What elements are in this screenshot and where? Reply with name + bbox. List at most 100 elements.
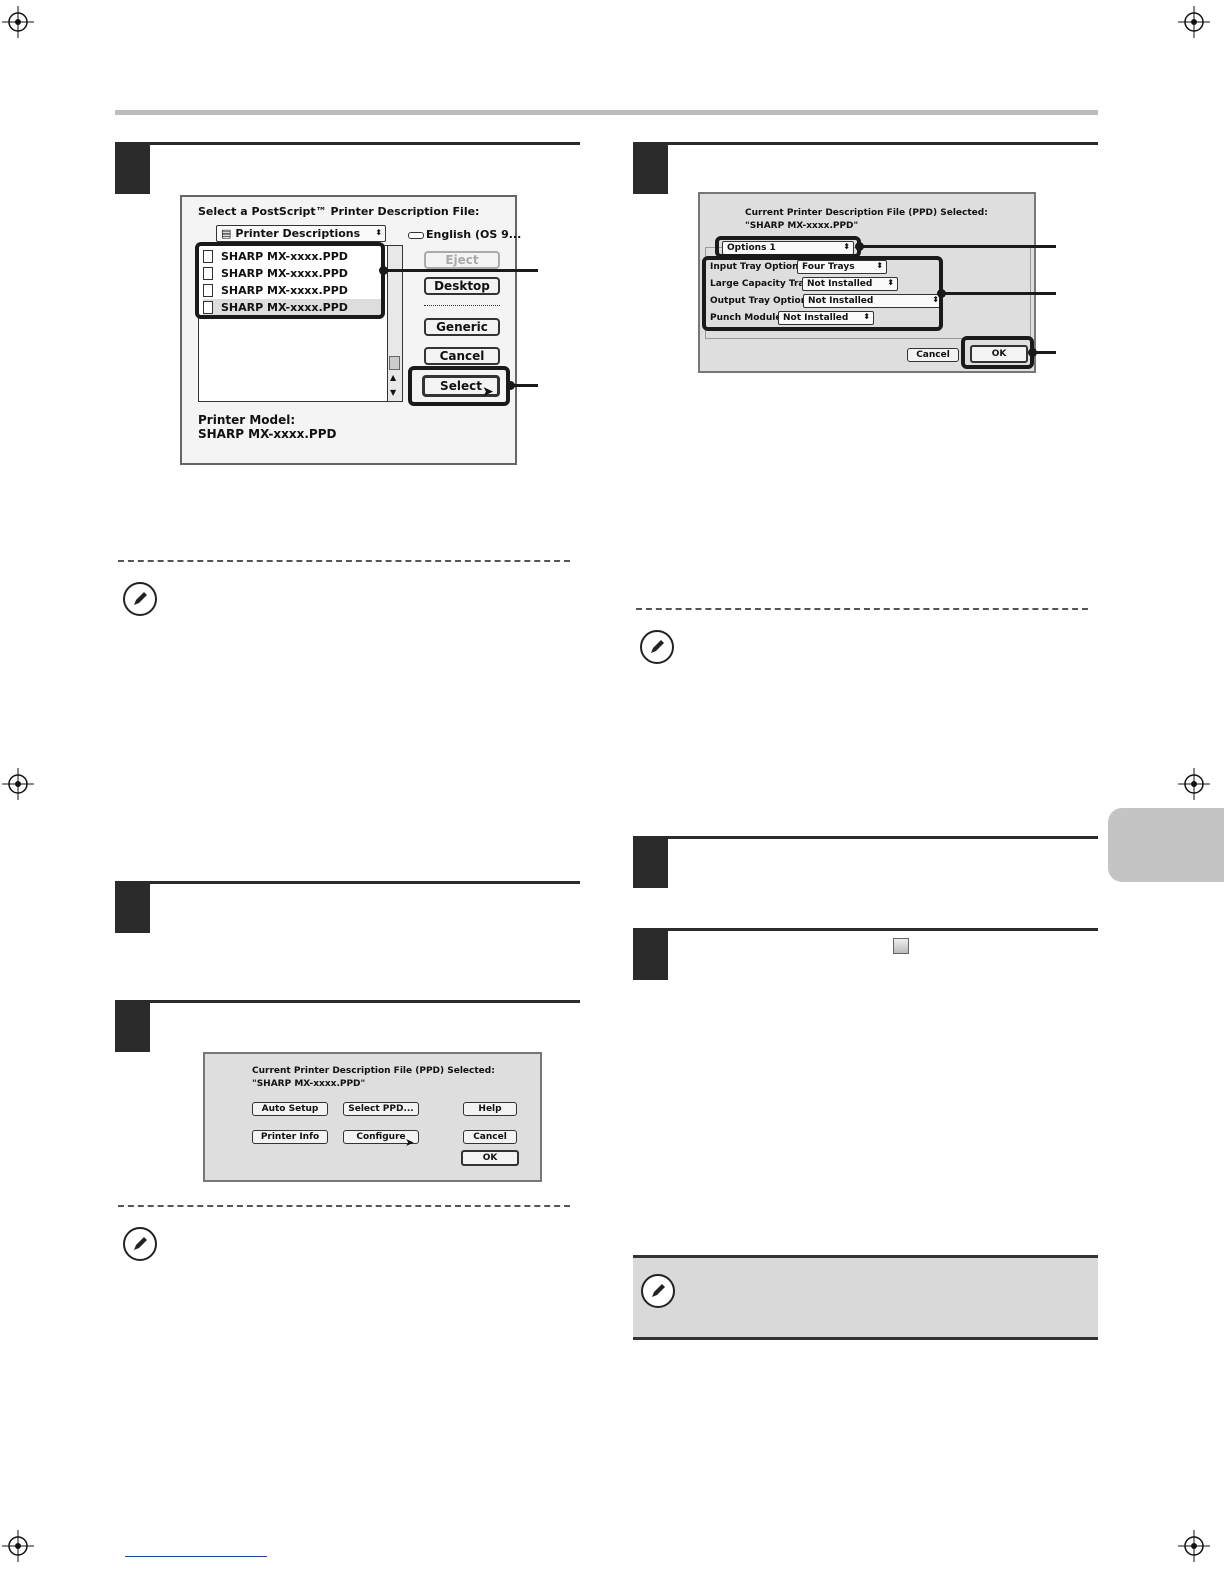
document-icon bbox=[203, 301, 213, 314]
callout-frame bbox=[195, 242, 385, 319]
ppd-name: "SHARP MX-xxxx.PPD" bbox=[745, 221, 859, 231]
registration-mark-icon bbox=[1178, 1530, 1210, 1562]
callout-leader bbox=[941, 292, 1056, 295]
ok-button[interactable]: OK bbox=[970, 345, 1028, 363]
printer-info-button[interactable]: Printer Info bbox=[252, 1130, 328, 1144]
popup-value: Four Trays bbox=[802, 262, 855, 272]
pencil-icon bbox=[123, 582, 157, 616]
help-button[interactable]: Help bbox=[463, 1102, 517, 1116]
list-item[interactable]: SHARP MX-xxxx.PPD bbox=[203, 265, 348, 282]
file-list[interactable]: SHARP MX-xxxx.PPD SHARP MX-xxxx.PPD SHAR… bbox=[198, 245, 403, 402]
callout-dot bbox=[937, 289, 946, 298]
popup-arrows-icon: ⬍ bbox=[863, 312, 870, 321]
select-button[interactable]: Select bbox=[422, 375, 500, 397]
auto-setup-button[interactable]: Auto Setup bbox=[252, 1102, 328, 1116]
mouse-pointer-icon: ➤ bbox=[405, 1136, 415, 1149]
large-capacity-tray-popup[interactable]: Not Installed⬍ bbox=[802, 277, 898, 291]
current-ppd-dialog: Current Printer Description File (PPD) S… bbox=[203, 1052, 542, 1182]
dashed-separator bbox=[118, 1205, 570, 1207]
list-item-selected[interactable]: SHARP MX-xxxx.PPD bbox=[203, 299, 383, 316]
dashed-separator bbox=[118, 560, 570, 562]
popup-value: Not Installed bbox=[783, 313, 849, 323]
step-number-box bbox=[633, 142, 668, 194]
option-label: Input Tray Options: bbox=[710, 262, 808, 272]
input-tray-popup[interactable]: Four Trays ⬍ bbox=[797, 260, 887, 274]
pencil-icon bbox=[641, 1274, 675, 1308]
folder-icon: ▤ bbox=[221, 227, 232, 240]
callout-frame bbox=[961, 336, 1034, 369]
step-number-box bbox=[633, 928, 668, 980]
callout-dot bbox=[379, 266, 388, 275]
popup-arrows-icon: ⬍ bbox=[843, 242, 850, 251]
registration-mark-icon bbox=[2, 768, 34, 800]
step-rule bbox=[115, 881, 580, 884]
list-item[interactable]: SHARP MX-xxxx.PPD bbox=[203, 248, 348, 265]
option-label: Output Tray Options: bbox=[710, 296, 817, 306]
cancel-button[interactable]: Cancel bbox=[907, 348, 959, 362]
cancel-button[interactable]: Cancel bbox=[463, 1130, 517, 1144]
callout-dot bbox=[1028, 348, 1037, 357]
popup-arrows-icon: ⬍ bbox=[375, 228, 382, 237]
callout-frame bbox=[408, 366, 510, 406]
dialog-heading: Current Printer Description File (PPD) S… bbox=[252, 1066, 495, 1076]
option-label: Punch Module: bbox=[710, 313, 786, 323]
callout-frame bbox=[715, 236, 861, 258]
folder-popup-label: Printer Descriptions bbox=[235, 227, 361, 240]
scroll-down-icon[interactable]: ▼ bbox=[390, 388, 397, 397]
pencil-icon bbox=[123, 1227, 157, 1261]
checkbox-icon bbox=[893, 938, 909, 954]
ok-button[interactable]: OK bbox=[461, 1150, 519, 1166]
output-tray-popup[interactable]: Not Installed ⬍ bbox=[803, 294, 943, 308]
divider bbox=[424, 305, 500, 306]
file-name: SHARP MX-xxxx.PPD bbox=[221, 267, 348, 280]
popup-arrows-icon: ⬍ bbox=[876, 261, 883, 270]
printer-model-label: Printer Model: bbox=[198, 413, 296, 427]
cancel-button[interactable]: Cancel bbox=[424, 347, 500, 365]
callout-dot bbox=[855, 242, 864, 251]
select-ppd-button[interactable]: Select PPD... bbox=[343, 1102, 419, 1116]
callout-leader bbox=[383, 269, 538, 272]
generic-button[interactable]: Generic bbox=[424, 318, 500, 336]
ppd-name: "SHARP MX-xxxx.PPD" bbox=[252, 1079, 366, 1089]
callout-leader bbox=[510, 384, 538, 387]
option-label: Large Capacity Tray: bbox=[710, 279, 814, 289]
scroll-up-icon[interactable]: ▲ bbox=[390, 373, 397, 382]
step-rule bbox=[633, 142, 1098, 145]
dialog-heading: Select a PostScript™ Printer Description… bbox=[198, 205, 480, 218]
registration-mark-icon bbox=[1178, 768, 1210, 800]
file-name: SHARP MX-xxxx.PPD bbox=[221, 284, 348, 297]
list-item[interactable]: SHARP MX-xxxx.PPD bbox=[203, 282, 348, 299]
callout-dot bbox=[506, 381, 515, 390]
printer-model-value: SHARP MX-xxxx.PPD bbox=[198, 427, 337, 441]
step-number-box bbox=[115, 1000, 150, 1052]
file-name: SHARP MX-xxxx.PPD bbox=[221, 301, 348, 314]
dashed-separator bbox=[636, 608, 1088, 610]
note-box bbox=[633, 1255, 1098, 1340]
configure-button[interactable]: Configure bbox=[343, 1130, 419, 1144]
popup-value: Not Installed bbox=[808, 296, 874, 306]
callout-leader bbox=[1032, 351, 1056, 354]
step-rule bbox=[633, 928, 1098, 931]
step-rule bbox=[633, 836, 1098, 839]
registration-mark-icon bbox=[1178, 6, 1210, 38]
popup-arrows-icon: ⬍ bbox=[932, 295, 939, 304]
document-icon bbox=[203, 267, 213, 280]
scrollbar[interactable]: ▲ ▼ bbox=[387, 246, 402, 401]
document-icon bbox=[203, 250, 213, 263]
disk-icon bbox=[408, 232, 424, 239]
select-ppd-dialog: Select a PostScript™ Printer Description… bbox=[180, 195, 521, 465]
scroll-thumb[interactable] bbox=[389, 356, 400, 370]
header-rule bbox=[115, 110, 1098, 115]
desktop-button[interactable]: Desktop bbox=[424, 277, 500, 295]
options-popup-label: Options 1 bbox=[727, 243, 776, 253]
registration-mark-icon bbox=[2, 1530, 34, 1562]
mouse-pointer-icon: ➤ bbox=[482, 384, 494, 400]
file-name: SHARP MX-xxxx.PPD bbox=[221, 250, 348, 263]
document-icon bbox=[203, 284, 213, 297]
punch-module-popup[interactable]: Not Installed ⬍ bbox=[778, 311, 874, 325]
volume-label: English (OS 9... bbox=[426, 228, 522, 241]
folder-popup[interactable]: ▤ Printer Descriptions ⬍ bbox=[216, 225, 386, 242]
popup-value: Not Installed bbox=[807, 279, 873, 289]
registration-mark-icon bbox=[2, 6, 34, 38]
eject-button[interactable]: Eject bbox=[424, 251, 500, 269]
